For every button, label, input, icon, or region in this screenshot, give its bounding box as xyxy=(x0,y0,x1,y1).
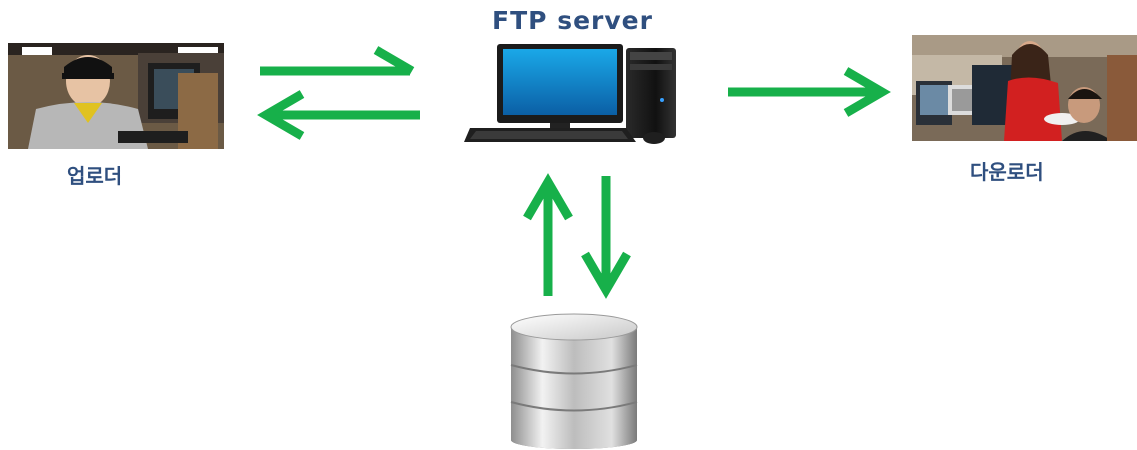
downloader-photo xyxy=(912,35,1137,141)
arrow-server-to-uploader xyxy=(257,90,420,140)
arrow-database-to-server xyxy=(523,173,573,296)
database-icon xyxy=(510,313,638,449)
arrow-server-to-downloader xyxy=(728,67,891,117)
uploader-label: 업로더 xyxy=(67,164,123,188)
server-computer-icon xyxy=(464,44,676,144)
arrow-server-to-database xyxy=(581,176,631,299)
downloader-label: 다운로더 xyxy=(970,160,1044,184)
diagram-title: FTP server xyxy=(492,6,653,35)
uploader-photo xyxy=(8,43,224,149)
arrow-uploader-to-server xyxy=(260,46,415,76)
